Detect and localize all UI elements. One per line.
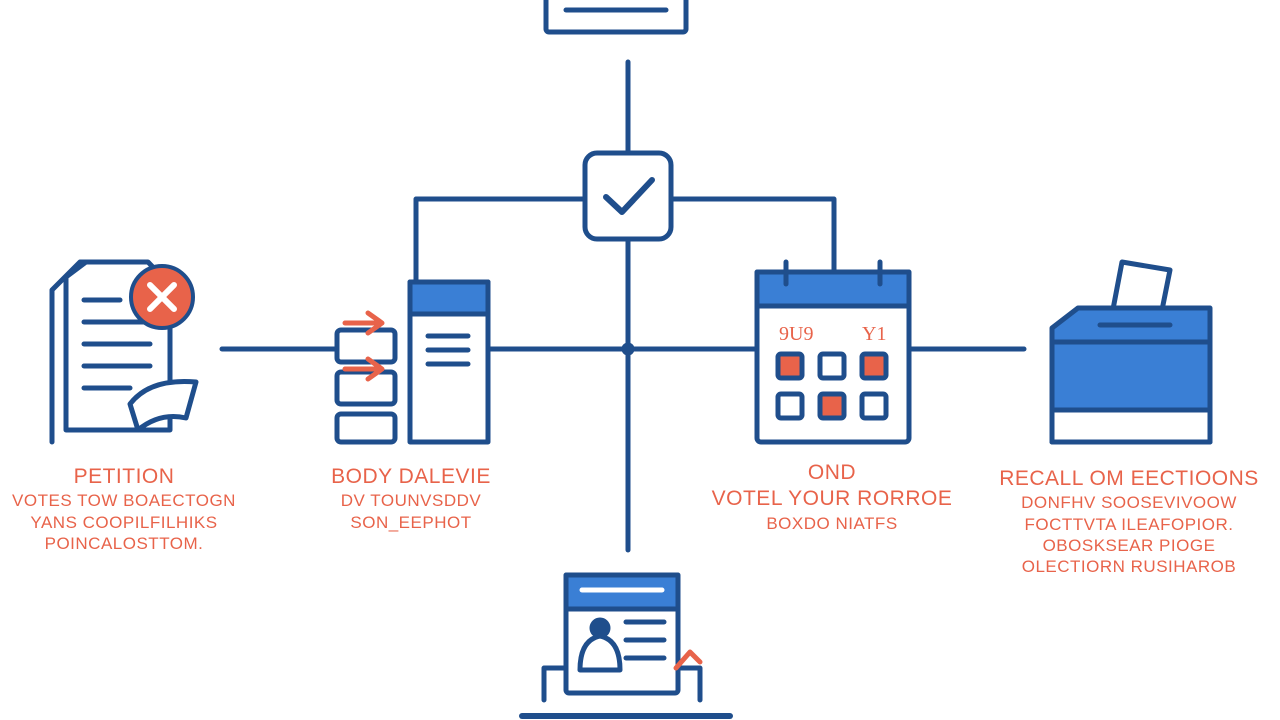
stage-schedule-label: OND VOTEL YOUR RORROE BOXDO NIATFS	[690, 460, 974, 534]
stage-line: VOTEL YOUR RORROE	[711, 487, 953, 511]
stage-line: OBOSKSEAR PIOGE	[1042, 535, 1216, 555]
stage-petition-label: PETITION VOTES TOW BOAECTOGN YANS COOPIL…	[6, 464, 242, 554]
stage-recall-label: RECALL OM EECTIOONS DONFHV SOOSEVIVOOW F…	[986, 466, 1272, 577]
checkmark-icon	[582, 150, 674, 242]
calendar-month-right: Y1	[862, 323, 886, 345]
reject-x-icon	[129, 264, 195, 330]
ballot-box-icon	[1049, 259, 1213, 445]
petition-document-icon	[49, 259, 199, 445]
calendar-month-left: 9U9	[779, 323, 813, 345]
stage-review-label: BODY DALEVIE DV TOUNVSDDV SON_EEPHOT	[316, 464, 506, 533]
bottom-document-icon	[519, 572, 733, 719]
stage-title: PETITION	[73, 465, 175, 488]
stage-line: SON_EEPHOT	[350, 512, 472, 532]
stage-line: BOXDO NIATFS	[766, 513, 898, 533]
stage-line: VOTES TOW BOAECTOGN	[12, 491, 236, 511]
stage-line: POINCALOSTTOM.	[44, 533, 204, 553]
stage-title: OND	[807, 461, 857, 484]
stage-title: RECALL OM EECTIOONS	[999, 467, 1259, 490]
stage-line: FOCTTVTA ILEAFOPIOR.	[1024, 514, 1234, 534]
stage-line: OLECTIORN RUSIHAROB	[1021, 557, 1237, 576]
stage-line: DONFHV SOOSEVIVOOW	[1021, 493, 1237, 513]
top-document-icon	[543, 0, 689, 35]
stage-title: BODY DALEVIE	[331, 465, 491, 488]
stage-line: DV TOUNVSDDV	[340, 491, 482, 511]
connector-lines	[219, 59, 1027, 553]
stage-line: YANS COOPILFILHIKS	[30, 512, 218, 532]
calendar-icon	[754, 259, 912, 445]
arrow-right-icon	[342, 310, 385, 382]
file-cabinet-icon	[334, 279, 491, 445]
